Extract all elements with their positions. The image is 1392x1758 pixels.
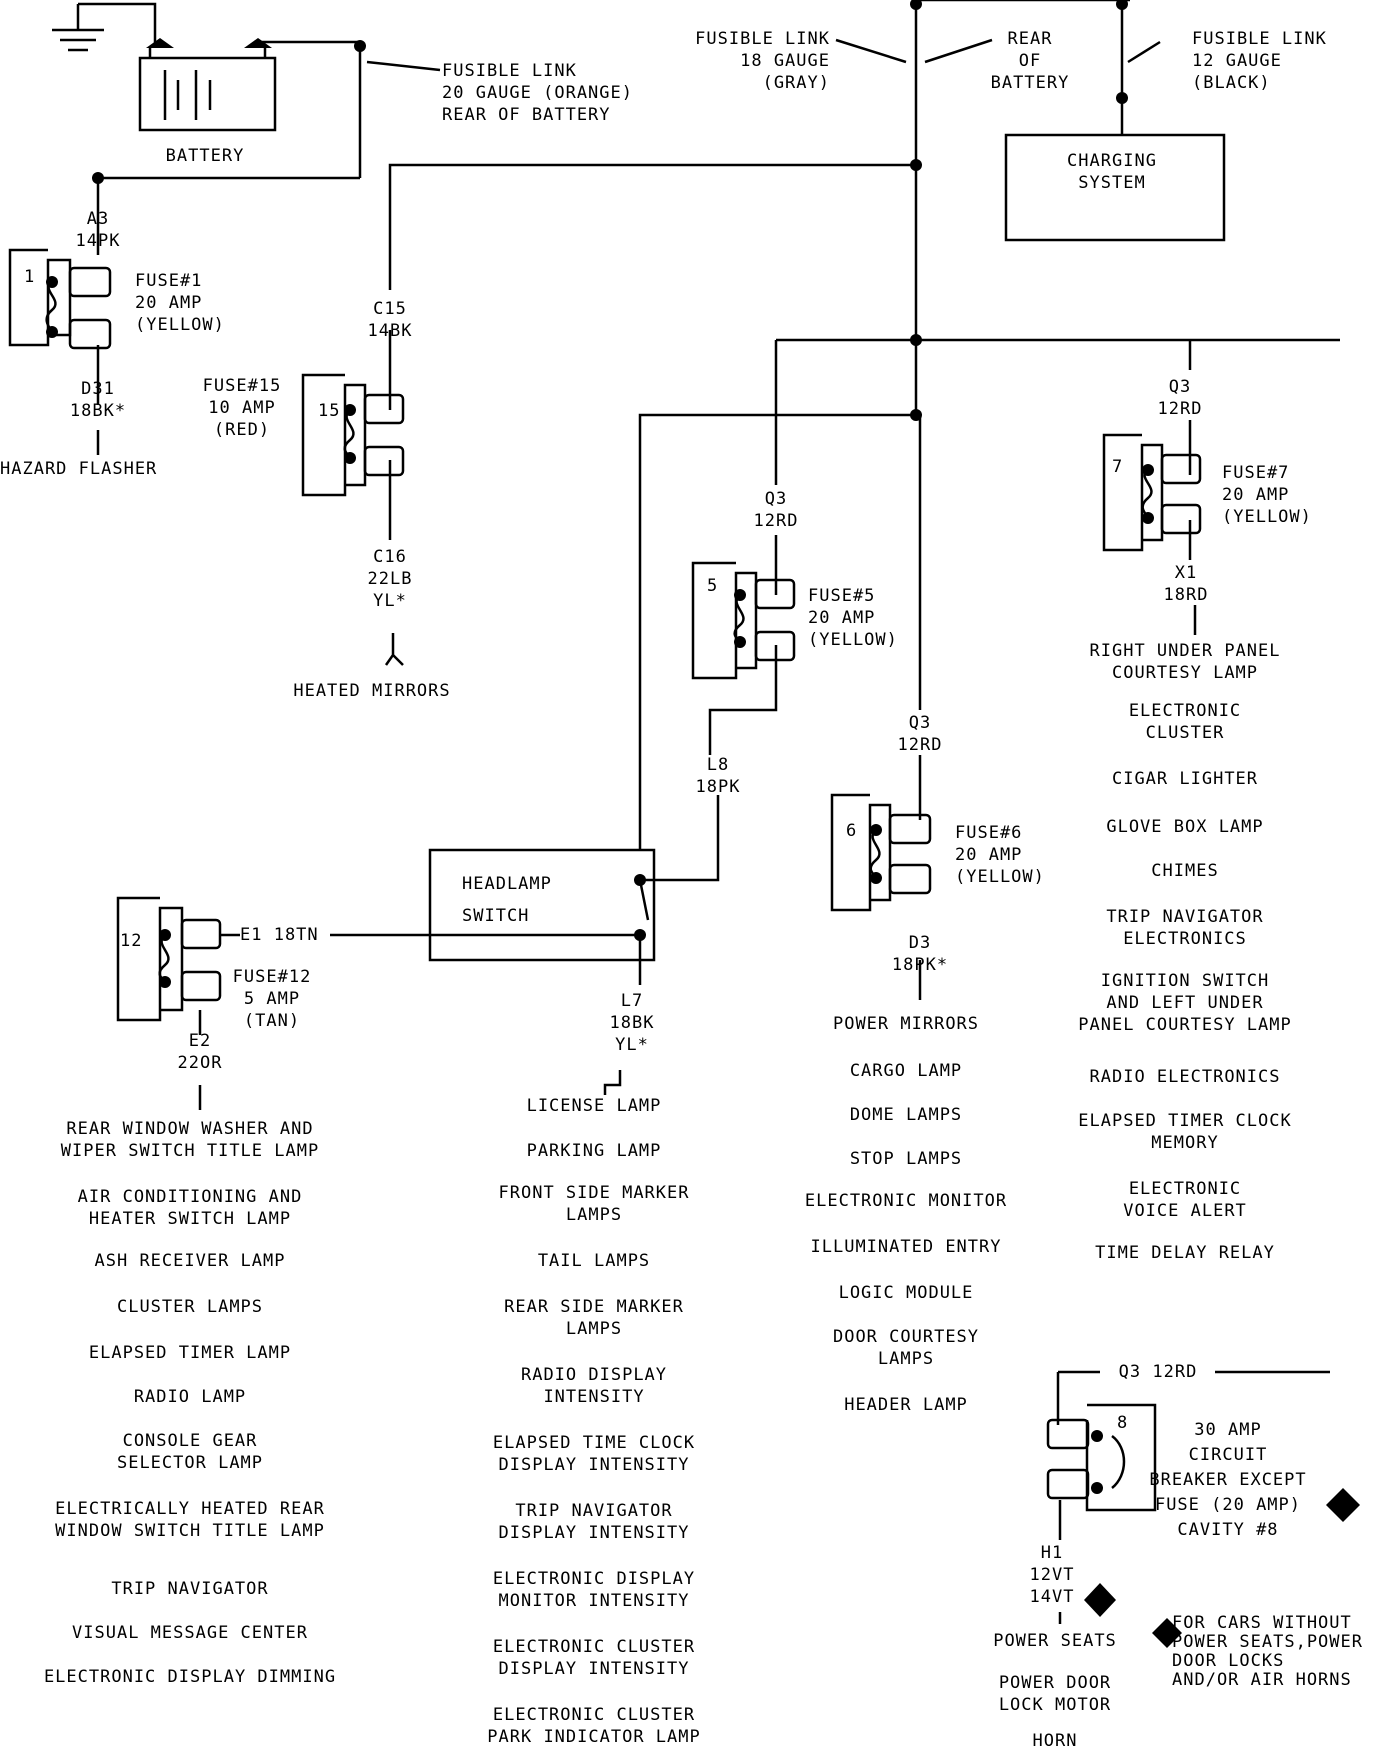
headlamp-load-item: ELECTRONIC DISPLAY MONITOR INTENSITY: [492, 1569, 696, 1611]
fuse7-load-item: ELECTRONIC VOICE ALERT: [1123, 1179, 1247, 1221]
breaker8-wire-out: H1 12VT 14VT: [1029, 1543, 1075, 1607]
headlamp-switch-box: [428, 848, 656, 962]
fuse12-wire-in: E1 18TN: [240, 925, 319, 945]
fuse12-load-item: AIR CONDITIONING AND HEATER SWITCH LAMP: [77, 1187, 303, 1229]
fuse7-label: FUSE#7 20 AMP (YELLOW): [1222, 463, 1312, 527]
charging-system-label: CHARGING SYSTEM: [1067, 151, 1157, 193]
fuse12-cavity-number: 12: [120, 931, 143, 951]
fuse6-load-item: HEADER LAMP: [844, 1395, 968, 1415]
fuse15-wire-out: C16 22LB YL*: [367, 547, 413, 611]
fusible-link-gray-label: FUSIBLE LINK 18 GAUGE (GRAY): [695, 29, 830, 93]
fuse6-load-item: DOME LAMPS: [849, 1105, 963, 1125]
fuse12-load-item: CONSOLE GEAR SELECTOR LAMP: [116, 1431, 264, 1473]
fuse5-wire-in: Q3 12RD: [753, 489, 799, 531]
fuse12-load-item: ELAPSED TIMER LAMP: [88, 1343, 292, 1363]
fuse1-holder: [8, 248, 72, 347]
fusible-link-black-label: FUSIBLE LINK 12 GAUGE (BLACK): [1192, 29, 1327, 93]
fuse6-load-item: CARGO LAMP: [849, 1061, 963, 1081]
fuse7-load-item: CIGAR LIGHTER: [1111, 769, 1259, 789]
fuse7-wire-in: Q3 12RD: [1157, 377, 1203, 419]
fuse6-label: FUSE#6 20 AMP (YELLOW): [955, 823, 1045, 887]
charging-system-box: [1004, 133, 1226, 242]
breaker8-load-item: POWER SEATS: [993, 1631, 1117, 1651]
fuse6-cavity-number: 6: [846, 821, 858, 841]
fuse12-wire-out: E2 22OR: [177, 1031, 223, 1073]
headlamp-load-item: ELECTRONIC CLUSTER PARK INDICATOR LAMP: [487, 1705, 701, 1747]
fuse1-load-hazard-flasher: HAZARD FLASHER: [0, 459, 158, 479]
breaker8-load-item: POWER DOOR LOCK MOTOR: [998, 1673, 1112, 1715]
rear-of-battery-label: REAR OF BATTERY: [990, 29, 1070, 93]
fuse6-wire-in: Q3 12RD: [897, 713, 943, 755]
fuse12-holder: [116, 896, 184, 1022]
breaker8-label: 30 AMP CIRCUIT BREAKER EXCEPT FUSE (20 A…: [1149, 1420, 1307, 1540]
fuse12-load-item: CLUSTER LAMPS: [116, 1297, 264, 1317]
fuse1-wire-out: D31 18BK*: [69, 379, 127, 421]
breaker8-cavity-number: 8: [1117, 1413, 1129, 1433]
fuse5-holder: [691, 561, 758, 680]
fuse15-load-heated-mirrors: HEATED MIRRORS: [293, 681, 451, 701]
fuse1-wire-in: A3 14PK: [75, 209, 121, 251]
headlamp-load-item: TRIP NAVIGATOR DISPLAY INTENSITY: [498, 1501, 690, 1543]
fuse12-load-item: VISUAL MESSAGE CENTER: [72, 1623, 308, 1643]
fuse7-holder: [1102, 433, 1164, 552]
fuse7-load-item: ELAPSED TIMER CLOCK MEMORY: [1078, 1111, 1292, 1153]
fuse12-load-item: TRIP NAVIGATOR: [111, 1579, 269, 1599]
fuse1-label: FUSE#1 20 AMP (YELLOW): [135, 271, 225, 335]
fuse15-label: FUSE#15 10 AMP (RED): [202, 376, 282, 440]
fuse1-cavity-number: 1: [24, 267, 36, 287]
headlamp-load-item: TAIL LAMPS: [537, 1251, 651, 1271]
fuse12-load-item: ELECTRONIC DISPLAY DIMMING: [43, 1667, 337, 1687]
headlamp-load-item: PARKING LAMP: [526, 1141, 662, 1161]
fuse5-cavity-number: 5: [707, 576, 719, 596]
fuse7-load-item: IGNITION SWITCH AND LEFT UNDER PANEL COU…: [1078, 971, 1292, 1035]
battery-symbol: [138, 56, 277, 132]
fuse12-load-item: REAR WINDOW WASHER AND WIPER SWITCH TITL…: [60, 1119, 320, 1161]
fuse5-label: FUSE#5 20 AMP (YELLOW): [808, 586, 898, 650]
fuse7-load-item: GLOVE BOX LAMP: [1106, 817, 1264, 837]
headlamp-load-item: FRONT SIDE MARKER LAMPS: [498, 1183, 690, 1225]
breaker8-wire-in: Q3 12RD: [1118, 1362, 1198, 1382]
fusible-link-orange-label: FUSIBLE LINK 20 GAUGE (ORANGE) REAR OF B…: [442, 61, 633, 125]
fuse7-load-item: CHIMES: [1151, 861, 1219, 881]
headlamp-load-item: ELAPSED TIME CLOCK DISPLAY INTENSITY: [492, 1433, 696, 1475]
breaker8-load-item: HORN: [1032, 1731, 1078, 1751]
battery-label: BATTERY: [165, 146, 245, 166]
fuse7-load-item: ELECTRONIC CLUSTER: [1128, 701, 1242, 743]
fuse15-cavity-number: 15: [318, 401, 341, 421]
headlamp-wire-out: L7 18BK YL*: [609, 991, 655, 1055]
fuse6-load-item: ILLUMINATED ENTRY: [810, 1237, 1002, 1257]
fuse7-load-item: TIME DELAY RELAY: [1095, 1243, 1275, 1263]
fuse6-load-item: POWER MIRRORS: [832, 1014, 980, 1034]
fuse12-load-item: ELECTRICALLY HEATED REAR WINDOW SWITCH T…: [55, 1499, 325, 1541]
fuse6-wire-out: D3 18PK*: [891, 933, 949, 975]
fuse7-load-item: TRIP NAVIGATOR ELECTRONICS: [1106, 907, 1264, 949]
fuse15-holder: [301, 373, 367, 497]
headlamp-load-item: REAR SIDE MARKER LAMPS: [504, 1297, 684, 1339]
headlamp-switch-label: HEADLAMP SWITCH: [462, 874, 552, 926]
headlamp-load-item: ELECTRONIC CLUSTER DISPLAY INTENSITY: [492, 1637, 696, 1679]
fuse7-load-item: RIGHT UNDER PANEL COURTESY LAMP: [1089, 641, 1281, 683]
fuse7-cavity-number: 7: [1112, 457, 1124, 477]
fuse6-load-item: DOOR COURTESY LAMPS: [832, 1327, 980, 1369]
fuse15-wire-in: C15 14BK: [367, 299, 413, 341]
fuse5-wire-out: L8 18PK: [695, 755, 741, 797]
ground-symbol: [52, 4, 104, 52]
fuse7-wire-out: X1 18RD: [1163, 563, 1209, 605]
headlamp-load-item: LICENSE LAMP: [526, 1096, 662, 1116]
fuse7-load-item: RADIO ELECTRONICS: [1089, 1067, 1281, 1087]
fuse12-load-item: ASH RECEIVER LAMP: [94, 1251, 286, 1271]
fuse6-load-item: ELECTRONIC MONITOR: [804, 1191, 1008, 1211]
fuse6-load-item: LOGIC MODULE: [838, 1283, 974, 1303]
fuse6-load-item: STOP LAMPS: [849, 1149, 963, 1169]
fuse12-label: FUSE#12 5 AMP (TAN): [232, 967, 312, 1031]
breaker8-footnote: FOR CARS WITHOUT POWER SEATS,POWER DOOR …: [1172, 1613, 1363, 1690]
fuse12-load-item: RADIO LAMP: [133, 1387, 247, 1407]
headlamp-load-item: RADIO DISPLAY INTENSITY: [520, 1365, 668, 1407]
fuse6-holder: [830, 793, 892, 912]
